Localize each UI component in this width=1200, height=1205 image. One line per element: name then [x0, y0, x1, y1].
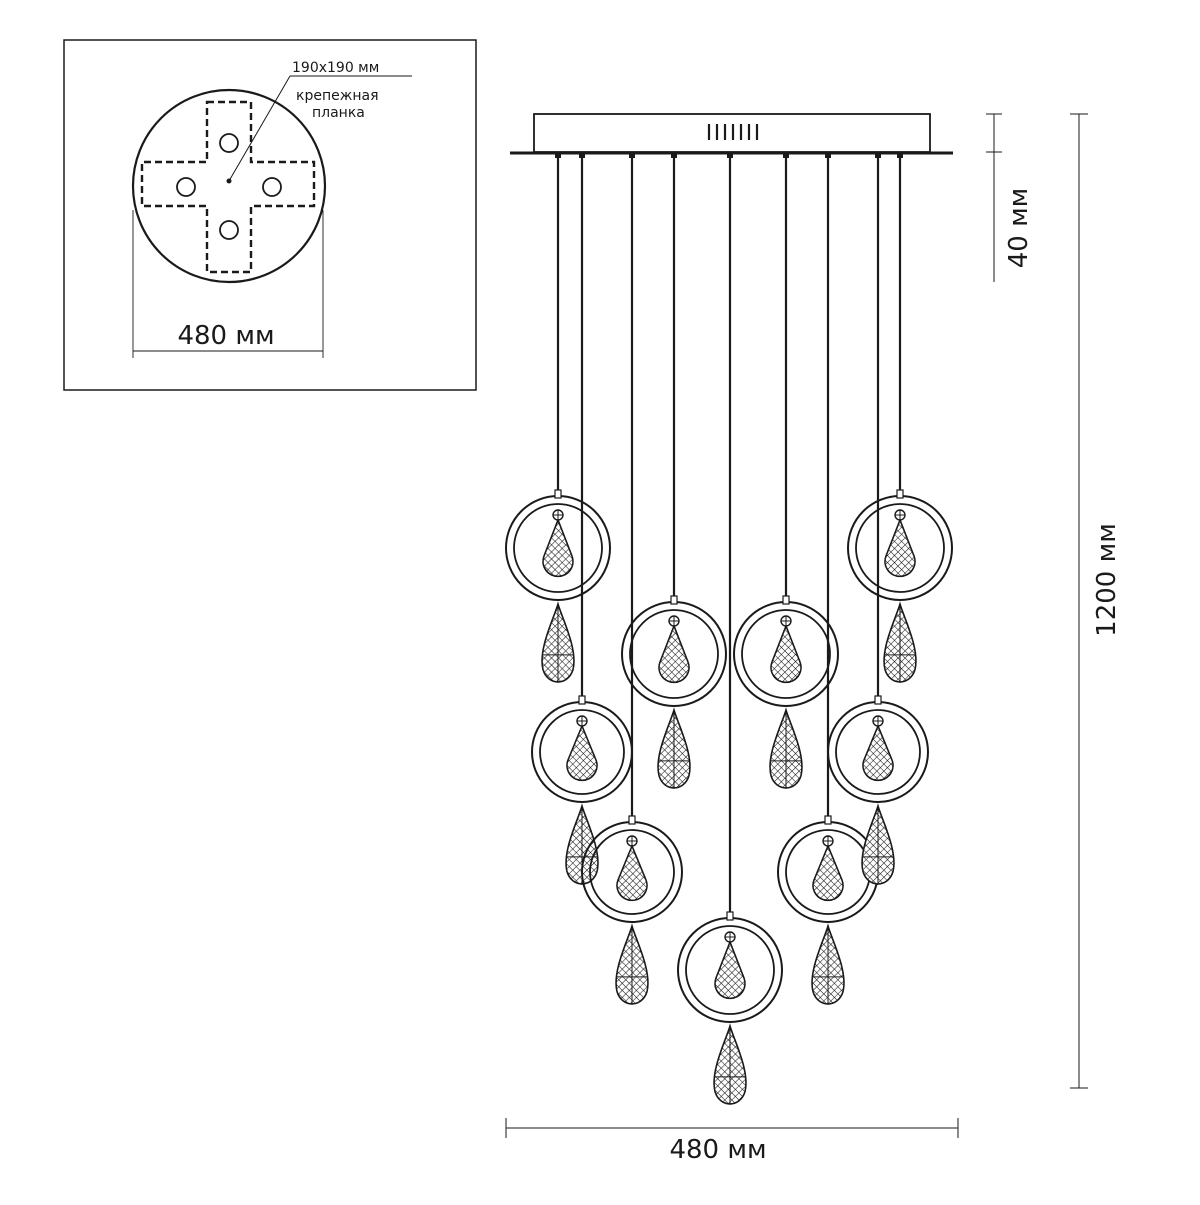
ring-connector [670, 595, 678, 605]
plate-size-label: 190x190 мм [292, 60, 379, 76]
crystal-facets [771, 710, 801, 789]
ring-connector [896, 489, 904, 499]
crystal-facets [813, 926, 843, 1005]
cable-clamp [727, 153, 733, 158]
pendant-3 [581, 153, 683, 1005]
crystal-ball [616, 843, 648, 902]
pendant-ring-inner [685, 925, 775, 1015]
crystal-ball [542, 517, 574, 578]
crystal-facets [543, 604, 573, 683]
inset-top-view: 190x190 мм крепежная планка 480 мм [63, 39, 477, 391]
pendant-ring-inner [629, 609, 719, 699]
width-label: 480 мм [669, 1135, 766, 1165]
pendant-ring-inner [513, 503, 603, 593]
ring-connector [824, 815, 832, 825]
cable-clamp [825, 153, 831, 158]
cable-clamp [555, 153, 561, 158]
crystal-ball [566, 723, 598, 782]
pendant-2 [531, 153, 633, 885]
mounting-plate-outline [140, 100, 316, 274]
pendant-5 [677, 153, 783, 1105]
pendant-9 [847, 153, 953, 683]
plate-leader-line [228, 75, 291, 182]
plate-caption-line1: крепежная [296, 88, 379, 104]
pendant-ring-inner [835, 709, 921, 795]
ring-connector [628, 815, 636, 825]
ring-connector [578, 695, 586, 705]
cable-clamp [671, 153, 677, 158]
mounting-hole-left [176, 177, 196, 197]
overall-width-dimension: 480 мм [505, 1118, 959, 1165]
plate-caption-line2: планка [312, 105, 365, 121]
mounting-hole-top [219, 133, 239, 153]
crystal-ball [862, 723, 894, 782]
ring-connector [554, 489, 562, 499]
pendant-8 [827, 153, 929, 885]
crystal-ball [658, 623, 690, 684]
ring-connector [782, 595, 790, 605]
pendant-6 [733, 153, 839, 789]
crystal-ball [714, 939, 746, 1000]
pendants-group [505, 153, 953, 1105]
height-label: 1200 мм [1092, 523, 1122, 637]
crystal-ball [884, 517, 916, 578]
pendant-ring-inner [741, 609, 831, 699]
canopy-height-label: 40 мм [1004, 188, 1034, 269]
pendant-ring-inner [855, 503, 945, 593]
mounting-hole-bottom [219, 220, 239, 240]
base-circle [131, 88, 327, 284]
cable-clamp [579, 153, 585, 158]
canopy [510, 113, 953, 155]
crystal-facets [659, 710, 689, 789]
inset-frame [63, 39, 477, 391]
ring-connector [874, 695, 882, 705]
pendant-ring-inner [539, 709, 625, 795]
base-width-label: 480 мм [177, 321, 274, 351]
cable-clamp [783, 153, 789, 158]
canopy-vent-slots [707, 124, 759, 140]
mounting-hole-right [262, 177, 282, 197]
crystal-facets [617, 926, 647, 1005]
pendant-7 [777, 153, 879, 1005]
cable-clamp [875, 153, 881, 158]
cable-clamp [897, 153, 903, 158]
overall-height-dimension: 1200 мм [1070, 113, 1122, 1089]
ring-connector [726, 911, 734, 921]
crystal-ball [812, 843, 844, 902]
pendant-4 [621, 153, 727, 789]
crystal-facets [715, 1026, 745, 1105]
crystal-facets [885, 604, 915, 683]
crystal-facets [863, 806, 893, 885]
crystal-ball [770, 623, 802, 684]
canopy-height-dimension: 40 мм [986, 113, 1034, 282]
pendant-1 [505, 153, 611, 683]
pendant-ring-inner [589, 829, 675, 915]
cable-clamp [629, 153, 635, 158]
